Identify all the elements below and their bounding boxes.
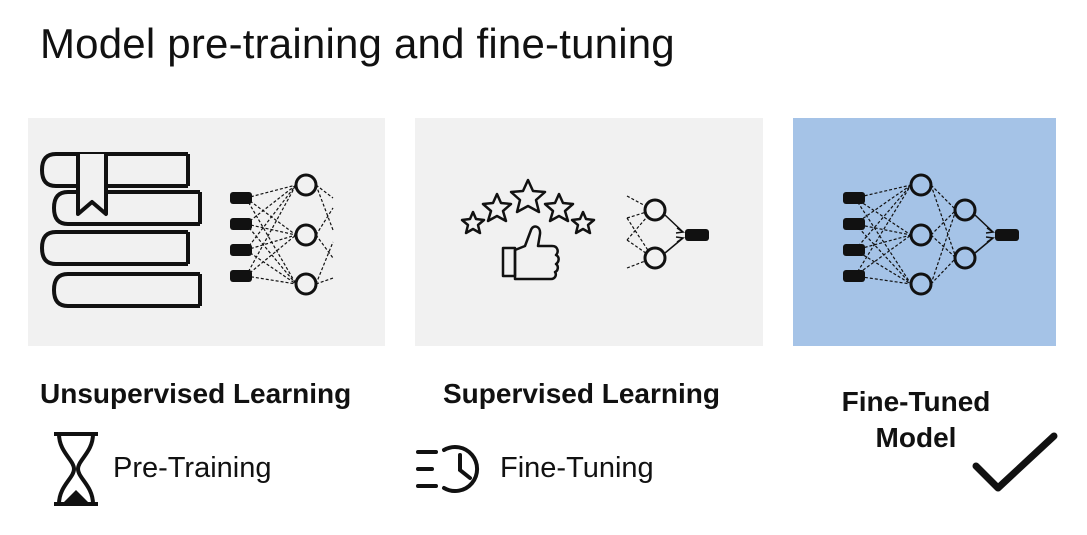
label-unsupervised-learning: Unsupervised Learning [40,378,352,409]
stage-fine-tuning: Fine-Tuning [500,452,654,484]
neural-network-icon [230,173,334,296]
stage-pre-training: Pre-Training [113,452,272,484]
label-supervised-learning: Supervised Learning [443,378,720,409]
panel-fine-tuned-illustration [843,173,1019,296]
label-fine-tuned-model: Fine-Tuned Model [841,386,991,453]
neural-network-output-icon [626,195,709,270]
neural-network-icon [843,173,1019,296]
panel-fine-tuned [793,118,1056,346]
page-title: Model pre-training and fine-tuning [40,20,675,67]
hourglass-icon [54,432,98,506]
stars-thumbs-up-icon [460,178,596,281]
checkmark-icon [972,432,1058,492]
panel-unsupervised-illustration [40,152,334,308]
panel-supervised-illustration [460,178,709,281]
panel-unsupervised [28,118,385,346]
books-icon [40,152,202,308]
clock-fast-icon [416,445,480,493]
panel-supervised [415,118,763,346]
